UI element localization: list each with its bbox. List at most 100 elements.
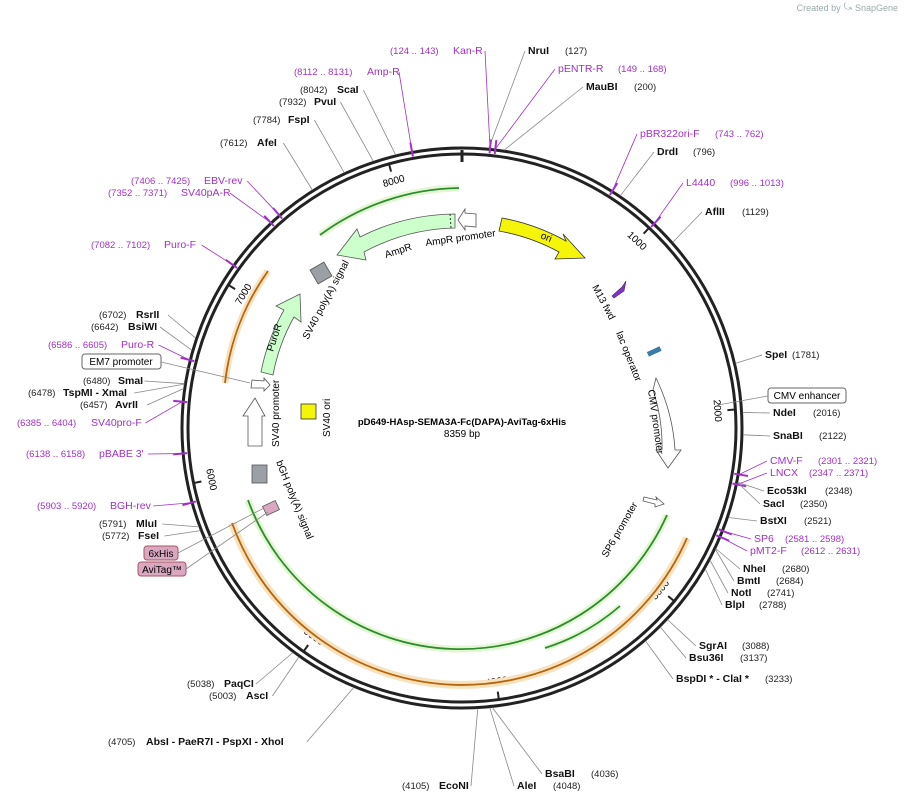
primer-marker [225,259,238,269]
site-position: (5003) [209,691,236,702]
site-noti: NotI (2741) [709,559,794,599]
site-position: (149 .. 168) [618,64,667,75]
ampr-promoter-label: AmpR promoter [425,228,497,249]
site-position: (6480) [83,376,110,387]
site-name: ScaI [337,84,359,96]
site-connector [134,383,185,394]
site-position: (3088) [742,641,769,652]
site-position: (2684) [776,576,803,587]
sv40-ori-label: SV40 ori [322,399,333,437]
site-name: Puro-R [121,339,155,351]
site-position: (5772) [102,531,129,542]
site-connector [738,460,768,475]
site-connector [704,568,723,606]
site-name: pBR322ori-F [640,128,700,140]
site-bsiwi: BsiWI(6642) [91,321,193,351]
site-position: (4048) [553,781,580,792]
site-name: MauBI [586,81,618,93]
plasmid-name: pD649-HAsp-SEMA3A-Fc(DAPA)-AviTag-6xHis [358,417,566,428]
ori-label: ori [539,231,553,245]
site-position: (6478) [28,388,55,399]
site-econi: EcoNI(4105) [402,708,479,792]
site-position: (7932) [279,97,306,108]
site-position: (1129) [742,207,769,218]
site-paqci: PaqCI(5038) [187,652,294,690]
site-cmv-f: CMV-F (2301 .. 2321) [734,455,877,477]
site-connector [735,354,763,364]
6xhis-box-label: 6xHis [148,549,173,560]
plasmid-ring-outer [180,146,744,710]
tick-mark [642,227,650,235]
site-name: FseI [138,530,159,542]
site-name: pMT2-F [750,545,787,557]
site-name: SacI [763,498,785,510]
site-connector [306,687,355,743]
site-position: (2301 .. 2321) [818,456,877,467]
site-maubi: MauBI(200) [503,81,656,151]
site-name: EcoNI [439,780,469,792]
tick-mark [302,644,309,653]
site-name: BsaBI [545,768,575,780]
site-position: (5903 .. 5920) [37,501,96,512]
site-position: (2741) [767,588,794,599]
site-connector [612,133,638,191]
site-name: NdeI [773,407,796,419]
tick-label: 8000 [382,173,407,190]
site-position: (2581 .. 2598) [785,534,844,545]
site-bsu36i: Bsu36I(3137) [660,626,767,664]
site-position: (6385 .. 6404) [17,418,76,429]
site-position: (8112 .. 8131) [294,67,352,78]
inner-green-arc-line [544,605,621,649]
primer-marker [608,182,619,196]
site-name: BstXI [760,515,787,527]
site-pentr-r: pENTR-R(149 .. 168) [493,63,667,155]
primer-marker [263,215,275,227]
site-pbabe-3-: pBABE 3'(6138 .. 6158) [26,448,188,460]
big-orange-arc-line [231,522,688,686]
site-position: (743 .. 762) [715,129,764,140]
site-position: (2612 .. 2631) [801,546,860,557]
site-connector [153,502,192,507]
tick-mark [667,595,675,602]
primer-marker [734,472,749,477]
site-position: (2016) [813,408,840,419]
site-connector [654,182,684,224]
site-connector [146,388,184,406]
lac-operator-label: lac operator [613,330,643,384]
site-position: (127) [565,46,587,57]
site-fspi: FspI(7784) [253,114,345,174]
site-position: (6138 .. 6158) [26,449,85,460]
orange-arc-left-line [224,270,269,384]
site-name: NotI [731,587,751,599]
site-connector [619,151,655,197]
site-name: LNCX [770,467,798,479]
snapgene-logo-icon: ⤿ [843,2,852,13]
m13-fwd-feature [611,280,627,299]
site-name: BlpI [725,599,745,611]
site-eco53ki: Eco53kI(2348) [737,481,852,497]
tick-mark [727,408,736,412]
site-connector [503,86,584,151]
big-green-arc-line [247,499,668,651]
site-name: BmtI [737,575,760,587]
site-connector [144,380,185,385]
lac-operator-feature [646,346,662,357]
site-name: PvuI [314,96,336,108]
site-connector [314,119,345,174]
site-connector [672,211,703,243]
avitag-box-label: AviTag™ [142,565,182,576]
site-position: (5038) [187,679,214,690]
site-connector [158,344,190,361]
site-name: CMV-F [770,455,803,467]
site-avrii: AvrII(6457) [80,388,184,411]
site-connector [283,142,313,191]
site-name: MluI [136,518,157,530]
site-name: AleI [517,780,536,792]
primer-marker [272,207,283,220]
site-position: (7352 .. 7371) [108,188,167,199]
outer-green-arc-top-line [319,187,460,236]
sv40-promoter-label: SV40 promoter [271,379,282,447]
site-name: SnaBI [773,430,803,442]
em7-promoter-feature [250,376,271,392]
tick-label: 6000 [203,468,218,492]
